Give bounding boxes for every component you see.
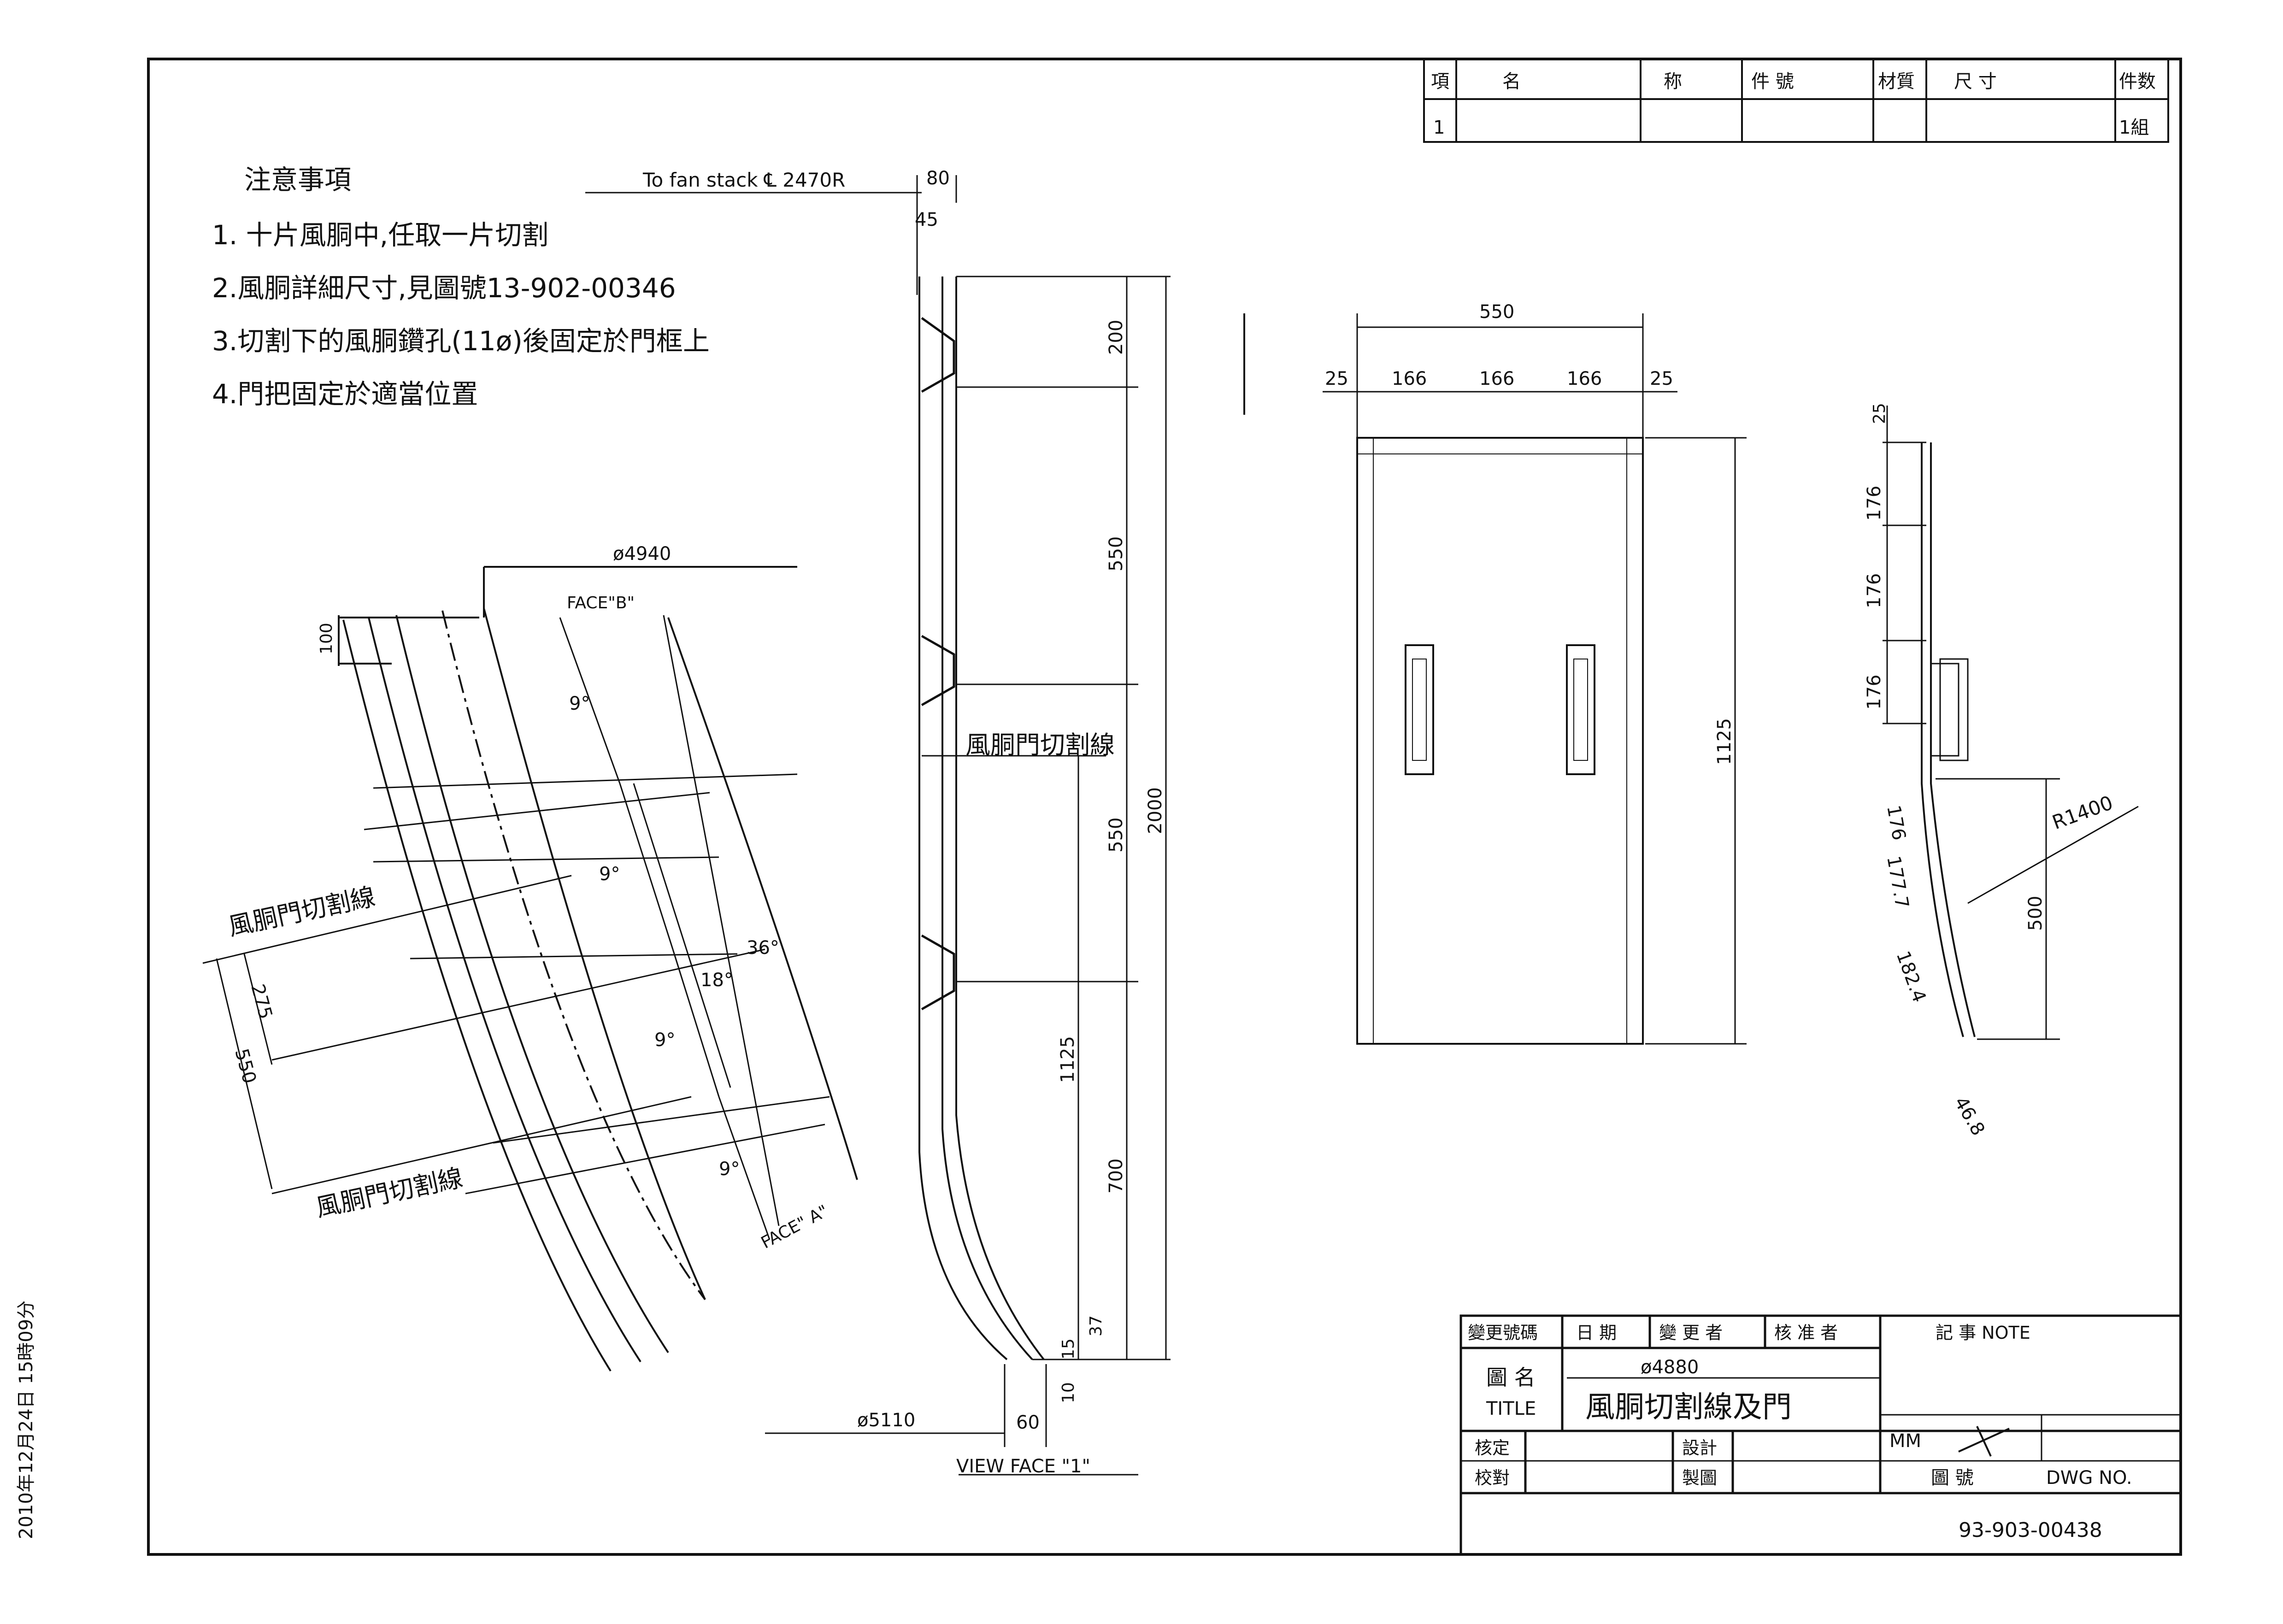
tb-design: 設計 [1682, 1438, 1717, 1458]
dim-45: 45 [915, 209, 938, 230]
side-dim-25: 25 [1870, 403, 1889, 424]
dim-80-top: 80 [926, 168, 950, 189]
door-dim-166-3: 166 [1567, 368, 1602, 389]
side-dim-182-4: 182.4 [1892, 948, 1930, 1005]
dim-100: 100 [317, 623, 336, 654]
parts-header-size: 尺 寸 [1954, 71, 1997, 92]
parts-list-text: 項 名 称 件 號 材質 尺 寸 件数 1 1組 [1431, 71, 2156, 138]
side-radius: R1400 [2049, 791, 2116, 834]
dim-700: 700 [1106, 1159, 1127, 1194]
tb-draw: 製圖 [1682, 1468, 1717, 1488]
dim-550-lower: 550 [1106, 818, 1127, 853]
side-stamp: 2010年12月24日 15時09分 [16, 1300, 37, 1539]
angle-36: 36° [747, 937, 779, 959]
tb-changer: 變 更 者 [1659, 1323, 1723, 1343]
tb-mm: MM [1889, 1430, 1921, 1452]
dim-1125: 1125 [1057, 1036, 1078, 1083]
tb-check: 校對 [1475, 1468, 1510, 1488]
tb-ref-dia: ø4880 [1641, 1357, 1699, 1378]
door-width: 550 [1479, 301, 1514, 323]
parts-header-item: 項 [1431, 71, 1449, 92]
parts-row-qty: 1組 [2119, 117, 2149, 138]
angle-9-c: 9° [654, 1030, 675, 1051]
tb-change-no: 變更號碼 [1468, 1323, 1538, 1343]
dim-15: 15 [1059, 1338, 1078, 1359]
title-block [1459, 1314, 2182, 1556]
approval-mark [1958, 1426, 2010, 1457]
tb-dwg-label-cn: 圖 號 [1931, 1467, 1974, 1489]
dim-550: 550 [230, 1047, 260, 1086]
notes-block: 注意事項 1. 十片風胴中,任取一片切割 2.風胴詳細尺寸,見圖號13-902-… [212, 164, 710, 410]
dim-275: 275 [247, 982, 276, 1022]
angle-9-a: 9° [569, 693, 590, 714]
notes-heading: 注意事項 [244, 164, 351, 195]
face-b-label: FACE"B" [567, 594, 635, 612]
tb-dwg-label-en: DWG NO. [2046, 1467, 2132, 1489]
angle-9-d: 9° [719, 1159, 740, 1180]
tb-title-value: 風胴切割線及門 [1585, 1390, 1792, 1424]
side-dim-176-4: 176 [1883, 804, 1910, 842]
door-front-view [1323, 313, 1747, 1045]
note-item-1: 1. 十片風胴中,任取一片切割 [212, 219, 548, 251]
door-front-labels: 550 25 166 166 166 25 1125 [1325, 301, 1735, 765]
side-dim-500: 500 [2025, 896, 2046, 931]
dim-2000: 2000 [1145, 787, 1166, 834]
door-height: 1125 [1714, 718, 1735, 765]
cut-line-label-lower: 風胴門切割線 [313, 1163, 465, 1223]
parts-header-name: 名 [1502, 71, 1521, 92]
door-side-view [1883, 406, 2139, 1040]
angle-18: 18° [700, 970, 733, 991]
dim-200: 200 [1106, 320, 1127, 355]
dim-550-upper: 550 [1106, 536, 1127, 571]
parts-header-part-no: 件 號 [1751, 71, 1794, 92]
section-diameter-label: ø5110 [857, 1410, 915, 1431]
note-item-3: 3.切割下的風胴鑽孔(11ø)後固定於門框上 [212, 325, 710, 357]
side-dim-46-8: 46.8 [1950, 1093, 1989, 1139]
left-diameter-label: ø4940 [613, 543, 671, 565]
door-dim-166-2: 166 [1479, 368, 1514, 389]
side-dim-176-2: 176 [1864, 573, 1885, 608]
section-view [585, 175, 1245, 1476]
view-face-label: VIEW FACE "1" [956, 1456, 1090, 1477]
side-dim-177-7: 177.7 [1883, 854, 1912, 910]
dim-10: 10 [1059, 1382, 1078, 1403]
angle-9-b: 9° [599, 864, 620, 885]
left-view-labels: ø4940 FACE"B" 100 9° 9° 9° 9° 18° 36° 風胴… [226, 543, 832, 1253]
tb-title-label-en: TITLE [1486, 1398, 1536, 1419]
parts-header-name2: 称 [1664, 71, 1682, 92]
tb-dwg-no: 93-903-00438 [1959, 1518, 2102, 1542]
tb-approver: 核 准 者 [1774, 1323, 1838, 1343]
note-item-4: 4.門把固定於適當位置 [212, 378, 478, 410]
tb-date: 日 期 [1576, 1323, 1617, 1343]
section-cut-line-label: 風胴門切割線 [965, 730, 1115, 759]
note-item-2: 2.風胴詳細尺寸,見圖號13-902-00346 [212, 272, 676, 304]
tb-note: 記 事 NOTE [1936, 1323, 2030, 1343]
side-dim-176-1: 176 [1864, 486, 1885, 521]
parts-header-qty: 件数 [2119, 71, 2156, 92]
door-dim-25-left: 25 [1325, 368, 1348, 389]
parts-header-material: 材質 [1878, 71, 1915, 92]
dim-60: 60 [1016, 1412, 1040, 1433]
side-dim-176-3: 176 [1864, 675, 1885, 710]
section-view-labels: To fan stack ℄ 2470R 80 45 200 550 550 2… [642, 168, 1166, 1477]
title-block-text: 變更號碼 日 期 變 更 者 核 准 者 記 事 NOTE ø4880 圖 名 … [1468, 1323, 2132, 1542]
door-dim-25-right: 25 [1650, 368, 1673, 389]
drawing-border [147, 58, 2182, 1556]
dim-37: 37 [1087, 1315, 1106, 1336]
door-side-labels: 25 176 176 176 176 177.7 182.4 R1400 500… [1864, 403, 2116, 1139]
face-a-label: FACE" A" [758, 1201, 831, 1253]
door-dim-166-1: 166 [1392, 368, 1427, 389]
tb-title-label-cn: 圖 名 [1486, 1365, 1536, 1390]
tb-approve: 核定 [1475, 1438, 1510, 1458]
parts-row-item: 1 [1433, 117, 1445, 138]
parts-list [1423, 58, 2169, 143]
fan-stack-label: To fan stack ℄ 2470R [642, 169, 845, 191]
left-curved-view [202, 566, 858, 1372]
cut-line-label-upper: 風胴門切割線 [226, 882, 378, 941]
